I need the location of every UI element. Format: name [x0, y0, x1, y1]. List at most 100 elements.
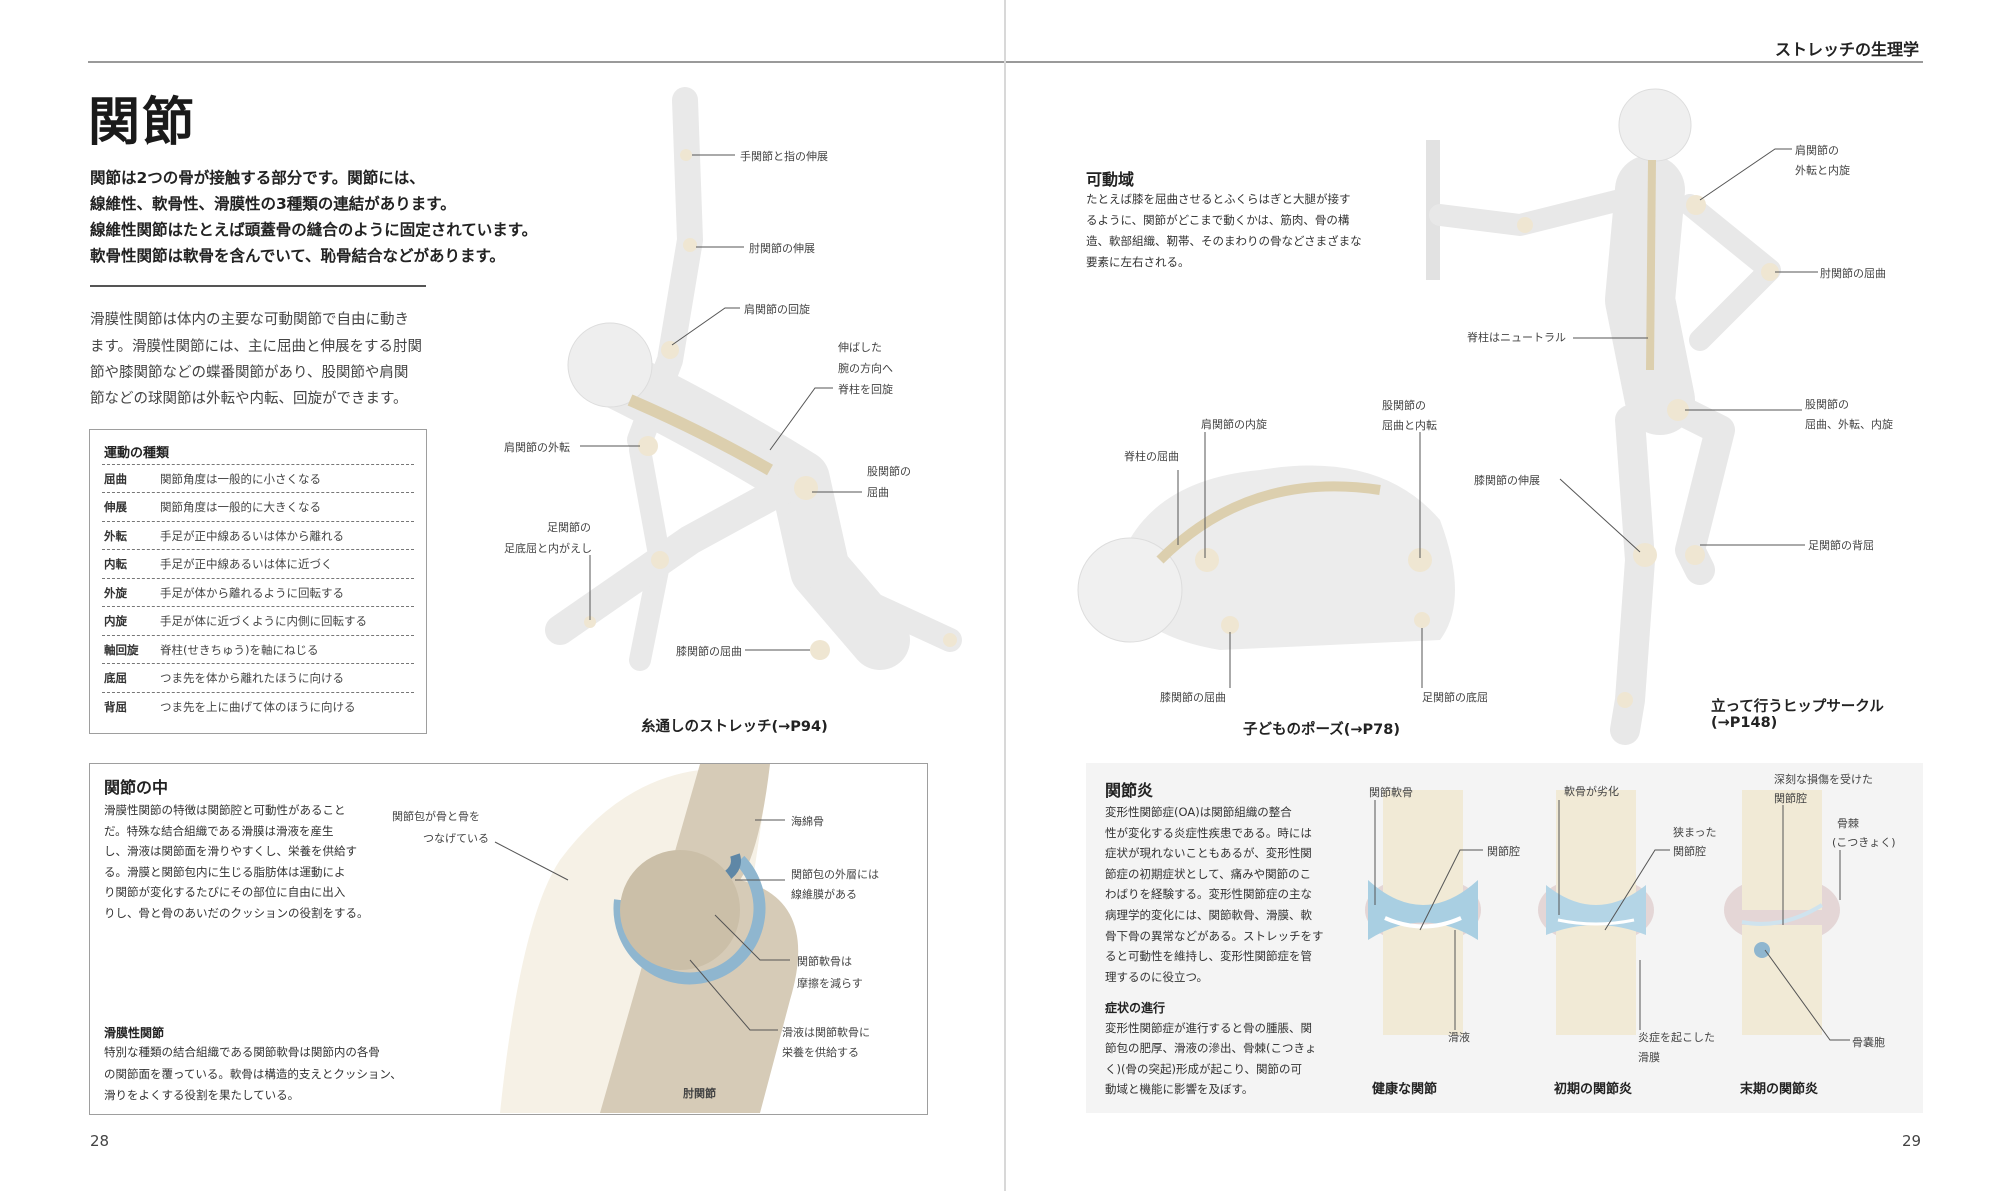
figure-label: 膝関節の伸展	[1474, 474, 1540, 487]
top-rule-left	[88, 61, 1004, 63]
text-line: 特別な種類の結合組織である関節軟骨は関節内の各骨	[104, 1045, 380, 1059]
term: 外転	[104, 529, 127, 543]
desc: 手足が体に近づくように内側に回転する	[160, 614, 367, 628]
table-row: 内転手足が正中線あるいは体に近づく	[102, 549, 414, 578]
figure-label: 足関節の背屈	[1808, 539, 1874, 552]
figure-caption: 糸通しのストレッチ(→P94)	[641, 719, 828, 735]
figure-label: 関節軟骨	[1369, 786, 1413, 799]
figure-label: 股関節の	[1805, 398, 1849, 411]
term: 内旋	[104, 614, 127, 628]
figure-label: 滑液	[1448, 1031, 1470, 1044]
table-row: 外転 手足が正中線あるいは体から離れる	[102, 521, 414, 550]
figure-label: 関節腔	[1673, 845, 1706, 858]
table-row: 底屈 つま先を体から離れたほうに向ける	[102, 663, 414, 692]
desc: 手足が正中線あるいは体から離れる	[160, 529, 344, 543]
figure-label: 股関節の	[867, 465, 911, 478]
section-title: ストレッチの生理学	[1775, 40, 1920, 59]
figure-label: 肩関節の回旋	[744, 303, 810, 316]
figure-label: 外転と内旋	[1795, 164, 1850, 177]
figure-label: 腕の方向へ	[838, 362, 893, 375]
divider	[90, 285, 426, 287]
page-number: 28	[90, 1132, 110, 1150]
page-title: 関節	[88, 93, 197, 153]
text-line: り関節が変化するたびにその部位に自由に出入	[104, 885, 346, 899]
figure-label: 深刻な損傷を受けた	[1774, 773, 1873, 786]
text-line: 滑膜性関節の特徴は関節腔と可動性があること	[104, 803, 346, 817]
desc: つま先を体から離れたほうに向ける	[160, 671, 344, 685]
figure-label: 関節腔	[1774, 792, 1807, 805]
term: 軸回旋	[104, 643, 139, 657]
text-line: 骨下骨の異常などがある。ストレッチをす	[1105, 929, 1324, 943]
figure-label: 脊柱の屈曲	[1124, 450, 1179, 463]
text-line: 要素に左右される。	[1086, 255, 1190, 269]
body-line: ます。滑膜性関節には、主に屈曲と伸展をする肘関	[90, 339, 423, 355]
figure-label: 関節包が骨と骨を	[392, 810, 480, 823]
text-line: だ。特殊な結合組織である滑膜は滑液を産生	[104, 824, 334, 838]
text-line: 病理学的変化には、関節軟骨、滑膜、軟	[1105, 908, 1312, 922]
term: 伸展	[104, 500, 127, 514]
term: 内転	[104, 557, 127, 571]
figure-label: つなげている	[423, 832, 489, 845]
top-rule-right	[1006, 61, 1923, 63]
figure-label: 軟骨が劣化	[1564, 785, 1619, 798]
text-line: 変形性関節症(OA)は関節組織の整合	[1105, 805, 1292, 819]
text-line: 節症の初期症状として、痛みや関節のこ	[1105, 867, 1312, 881]
table-title: 運動の種類	[104, 446, 170, 461]
figure-label: 炎症を起こした	[1638, 1031, 1715, 1044]
term: 底屈	[104, 671, 127, 685]
figure-label: 屈曲	[867, 486, 889, 499]
figure-label: 摩擦を減らす	[797, 977, 863, 990]
lead-line: 線維性、軟骨性、滑膜性の3種類の連結があります。	[90, 195, 456, 213]
desc: 関節角度は一般的に小さくなる	[160, 472, 321, 486]
figure-label: 肘関節	[683, 1087, 716, 1100]
table-row: 伸展 関節角度は一般的に大きくなる	[102, 492, 414, 521]
figure-label: 骨嚢胞	[1852, 1036, 1885, 1049]
figure-label: 関節軟骨は	[797, 955, 852, 968]
figure-label: 手関節と指の伸展	[740, 150, 828, 163]
figure-label: 足関節の	[547, 521, 591, 534]
figure-label: 線維膜がある	[791, 888, 857, 901]
text-line: 性が変化する炎症性疾患である。時には	[1105, 826, 1312, 840]
table-row: 軸回旋 脊柱(せきちゅう)を軸にねじる	[102, 635, 414, 664]
text-line: わばりを経験する。変形性関節症の主な	[1105, 887, 1312, 901]
text-line: の関節面を覆っている。軟骨は構造的支えとクッション、	[104, 1067, 402, 1081]
term: 外旋	[104, 586, 127, 600]
subheading: 滑膜性関節	[104, 1026, 165, 1040]
text-line: 症状が現れないこともあるが、変形性関	[1105, 846, 1312, 860]
figure-label: 屈曲と内転	[1382, 419, 1437, 432]
figure-label: 肩関節の内旋	[1201, 418, 1267, 431]
figure-label: 足底屈と内がえし	[504, 542, 592, 555]
lead-line: 線維性関節はたとえば頭蓋骨の縫合のように固定されています。	[90, 221, 538, 239]
figure-label: 脊柱を回旋	[838, 383, 893, 396]
term: 屈曲	[104, 472, 127, 486]
desc: 関節角度は一般的に大きくなる	[160, 500, 321, 514]
figure-caption: 子どものポーズ(→P78)	[1243, 722, 1400, 738]
page-gutter	[1004, 0, 1006, 1191]
body-line: 節や膝関節などの蝶番関節があり、股関節や肩関	[90, 365, 409, 381]
figure-caption: (→P148)	[1711, 715, 1778, 731]
box-title: 関節炎	[1105, 781, 1154, 800]
text-line: 理するのに役立つ。	[1105, 970, 1209, 984]
movement-types-table: 運動の種類 屈曲関節角度は一般的に小さくなる 伸展関節角度は一般的に大きくなる …	[89, 429, 427, 734]
desc: 脊柱(せきちゅう)を軸にねじる	[160, 643, 319, 657]
figure-label: 膝関節の屈曲	[676, 645, 742, 658]
text-line: るように、関節がどこまで動くかは、筋肉、骨の構	[1086, 213, 1350, 227]
body-line: 滑膜性関節は体内の主要な可動関節で自由に動き	[90, 312, 409, 328]
figure-label: 股関節の	[1382, 399, 1426, 412]
text-line: 滑りをよくする役割を果たしている。	[104, 1088, 300, 1102]
figure-label: 屈曲、外転、内旋	[1805, 418, 1893, 431]
figure-label: 膝関節の屈曲	[1160, 691, 1226, 704]
desc: つま先を上に曲げて体のほうに向ける	[160, 700, 356, 714]
stage-title: 健康な関節	[1372, 1082, 1438, 1097]
figure-label: 狭まった	[1673, 826, 1717, 839]
figure-label: 滑膜	[1638, 1051, 1660, 1064]
text-line: りし、骨と骨のあいだのクッションの役割をする。	[104, 906, 369, 920]
figure-label: 肘関節の伸展	[749, 242, 815, 255]
lead-line: 軟骨性関節は軟骨を含んでいて、恥骨結合などがあります。	[90, 247, 505, 265]
table-row: 背屈つま先を上に曲げて体のほうに向ける	[102, 692, 414, 721]
figure-label: 肘関節の屈曲	[1820, 267, 1886, 280]
stage-title: 初期の関節炎	[1554, 1082, 1633, 1097]
